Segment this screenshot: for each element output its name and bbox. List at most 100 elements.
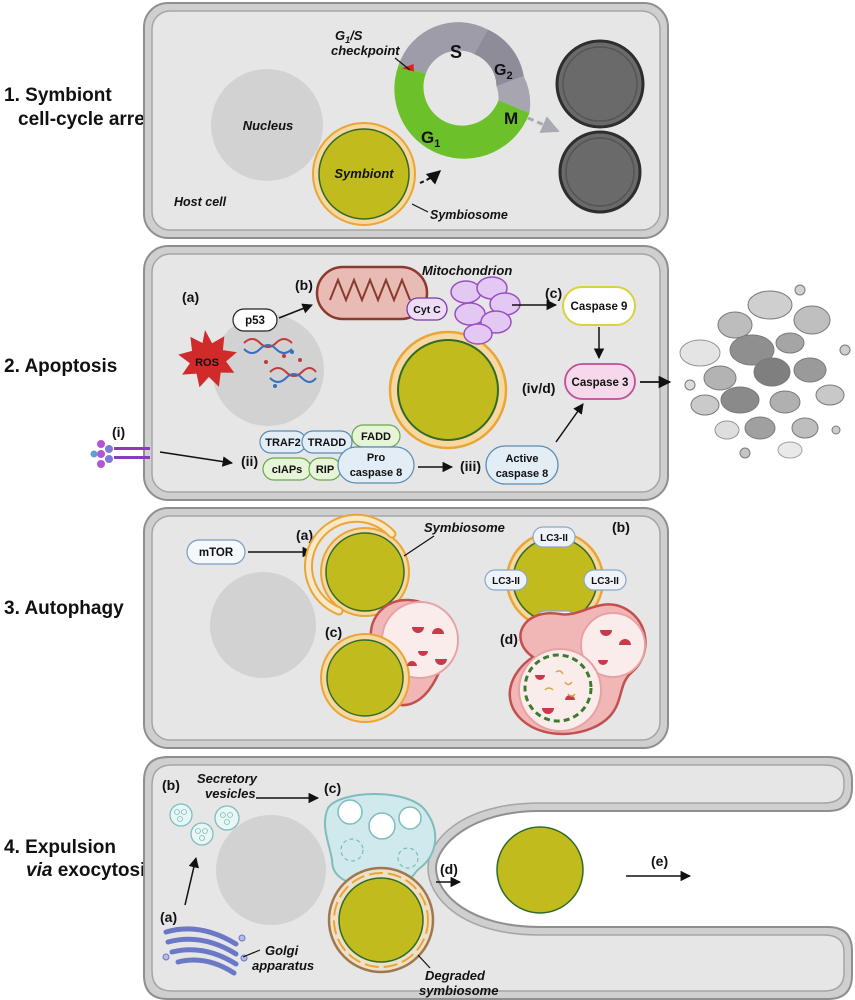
vesicle-granule [224, 819, 230, 825]
ros-burst [178, 330, 237, 388]
active-caspase8-node [485, 445, 559, 485]
digested-fragment [567, 693, 576, 697]
mitochondrion-membrane [315, 265, 429, 321]
ros-label: ROS [195, 357, 219, 369]
section-labels: 1. Symbiont cell-cycle arrest 2. Apoptos… [4, 85, 162, 881]
receptor-domain [97, 450, 105, 458]
exo-label-c: (c) [324, 780, 341, 796]
digested-fragment [564, 681, 573, 686]
checkpoint-label: G1/S [335, 28, 363, 45]
debris-blob [769, 390, 801, 414]
expelled-symbiont [496, 826, 584, 914]
label-iii: (iii) [460, 458, 481, 474]
autophagy-label-a: (a) [296, 527, 313, 543]
debris-blob [703, 365, 737, 391]
checkpoint-label-line2: checkpoint [331, 43, 400, 58]
autolysosome-d [508, 603, 647, 736]
lysosomal-enzyme [619, 639, 631, 645]
checkpoint-pointer [394, 57, 411, 71]
host-cell-label: Host cell [174, 195, 227, 209]
receptor-membrane-bar [114, 447, 150, 450]
caspase9-node [562, 286, 636, 326]
dna-strand-1 [243, 338, 293, 348]
nucleus-2 [212, 314, 324, 426]
mitochondrion-cristae [329, 277, 411, 303]
debris-blob [775, 332, 805, 354]
exo-label-e: (e) [651, 853, 668, 869]
golgi-vesicles [162, 934, 248, 962]
lc3-label-left: LC3-II [492, 576, 520, 587]
symbiont [318, 128, 410, 220]
symbiont-3a [325, 532, 405, 612]
exo-label-d: (d) [440, 861, 458, 877]
vacuole-vesicle [398, 806, 422, 830]
debris-fragment [839, 344, 851, 356]
receptor-domain [90, 450, 98, 458]
g1-phase-segment [394, 65, 530, 159]
golgi-cisterna [165, 936, 239, 957]
lc3-node-left [484, 569, 528, 591]
autolysosome-d-vesicle [518, 648, 602, 732]
vacuole-vesicle [337, 799, 363, 825]
phase-s-label: S [450, 42, 462, 62]
p53-to-mito-arrow [278, 303, 313, 319]
p53-node [232, 308, 278, 332]
digested-fragment [544, 687, 554, 691]
vesicle-granule [202, 828, 208, 834]
degraded-pointer [417, 954, 431, 969]
golgi-cisterna [163, 926, 239, 947]
pro-caspase8-label: Pro [367, 452, 386, 464]
damaged-dna [243, 338, 317, 388]
vesicle-granule [195, 828, 201, 834]
mtor-node [186, 539, 246, 565]
phase-m-label: M [504, 109, 518, 128]
death-receptor [90, 440, 150, 468]
debris-blob [753, 357, 791, 387]
vesicle-granule [174, 809, 180, 815]
daughter-symbiont-1-inner [562, 46, 638, 122]
dna-fragment [282, 354, 286, 358]
receptor-domain [97, 440, 105, 448]
panel-apoptosis: (a) (b) (c) (i) (ii) (iii) (iv/d) ROS p5… [90, 245, 851, 501]
daughter-symbiont-1 [555, 39, 645, 129]
golgi-pointer [242, 949, 261, 958]
vesicle-granule [199, 835, 205, 841]
symbiosome-pointer-3 [403, 535, 435, 557]
cytc-label: Cyt C [413, 304, 441, 316]
receptor-to-complex-arrow [159, 451, 234, 467]
debris-blob [747, 290, 793, 320]
label-c: (c) [545, 285, 562, 301]
apoptosome-subunit [463, 323, 493, 345]
debris-fragment [831, 425, 841, 435]
degraded-symbiosome-membrane [333, 872, 429, 968]
receptor-membrane-bar [114, 456, 150, 459]
symbiosome-label: Symbiosome [430, 208, 508, 222]
digested-material [544, 670, 576, 697]
m-phase-segment [496, 76, 531, 113]
lysosomal-enzymes-d [535, 630, 631, 714]
nucleus-4 [216, 815, 326, 925]
debris-blob [720, 386, 760, 414]
section-4-label-line2: via exocytosis [26, 860, 156, 881]
vesicle-contents [174, 809, 233, 841]
tradd-node [301, 430, 353, 454]
autolysosome-c [320, 598, 459, 723]
golgi-arrow [184, 856, 199, 906]
secretory-vesicle [214, 805, 240, 831]
vesicle-granule [220, 812, 226, 818]
lysosomal-enzymes-c [407, 627, 447, 666]
active-caspase8-label-line2: caspase 8 [496, 468, 549, 480]
debris-blob [793, 305, 831, 335]
debris-blob [777, 441, 803, 459]
division-arrow-blocked [527, 116, 560, 133]
lysosomal-enzyme [542, 708, 554, 714]
debris-blob [717, 311, 753, 339]
lysosomal-enzyme [600, 630, 612, 636]
symbiosome-label-3: Symbiosome [424, 520, 505, 535]
nucleus [211, 69, 323, 181]
label-a: (a) [182, 289, 199, 305]
panel-exocytosis: (b) Secretory vesicles (c) [143, 756, 853, 1000]
dna-strand-4 [269, 373, 317, 383]
mtor-label: mTOR [199, 547, 234, 559]
